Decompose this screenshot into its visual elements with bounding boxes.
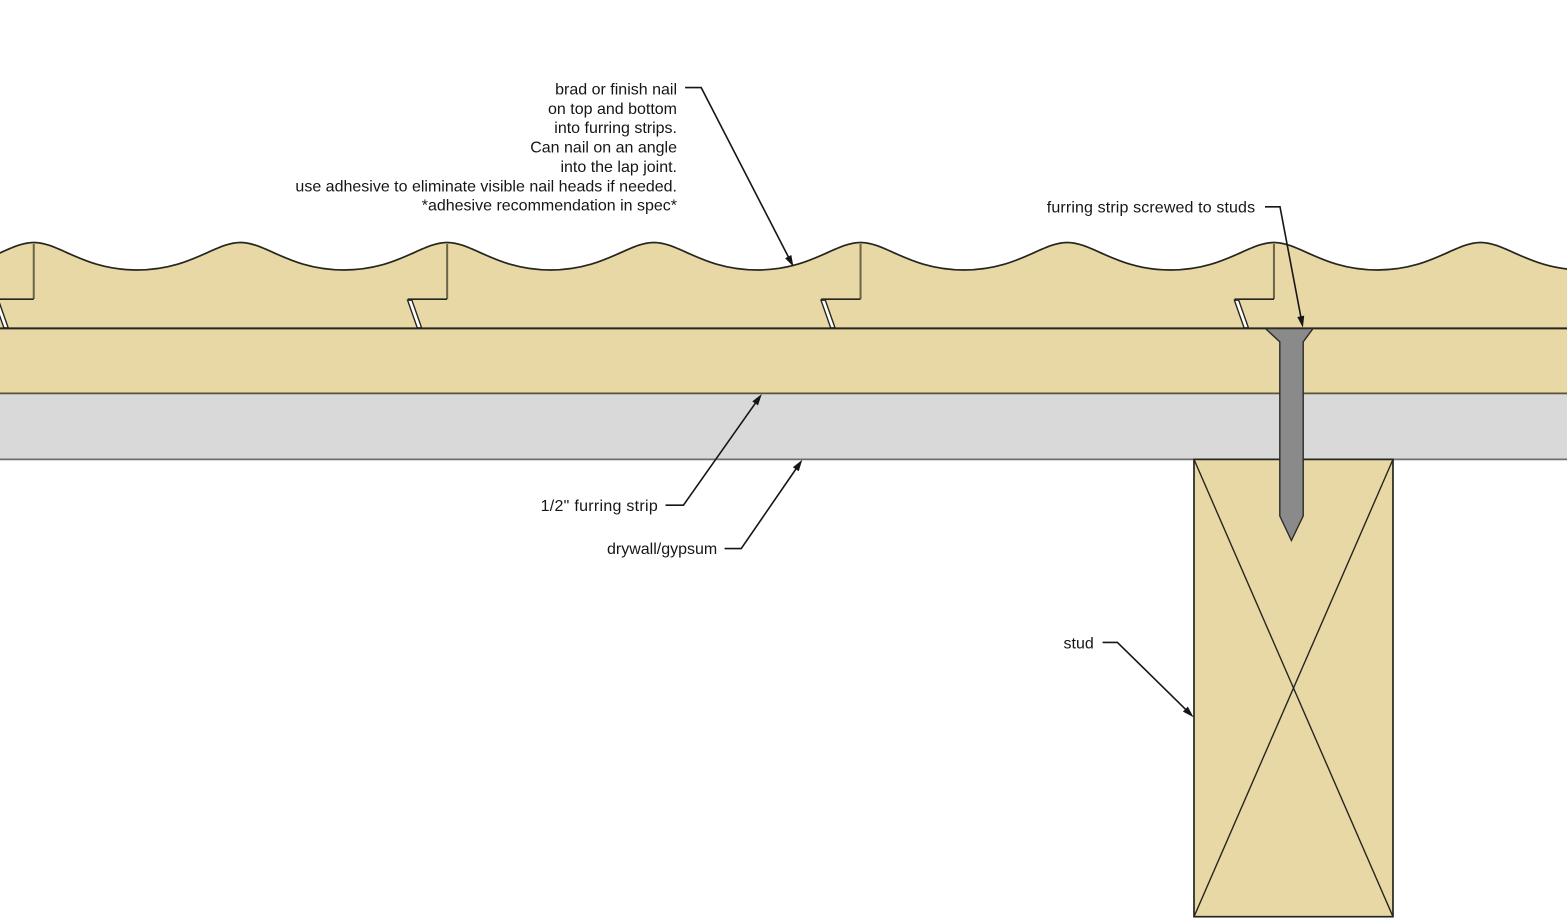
- svg-text:brad or finish nail: brad or finish nail: [555, 82, 677, 99]
- svg-text:on top and bottom: on top and bottom: [548, 101, 677, 118]
- svg-text:into the lap joint.: into the lap joint.: [560, 159, 677, 176]
- svg-text:*adhesive recommendation in sp: *adhesive recommendation in spec*: [422, 198, 677, 215]
- svg-text:stud: stud: [1064, 635, 1094, 652]
- svg-text:into furring strips.: into furring strips.: [554, 120, 677, 137]
- svg-text:drywall/gypsum: drywall/gypsum: [607, 541, 717, 558]
- svg-text:Can nail on an angle: Can nail on an angle: [530, 140, 677, 157]
- svg-text:1/2" furring strip: 1/2" furring strip: [541, 498, 658, 515]
- svg-text:furring strip screwed to studs: furring strip screwed to studs: [1047, 199, 1255, 216]
- svg-text:use adhesive to eliminate visi: use adhesive to eliminate visible nail h…: [295, 178, 677, 195]
